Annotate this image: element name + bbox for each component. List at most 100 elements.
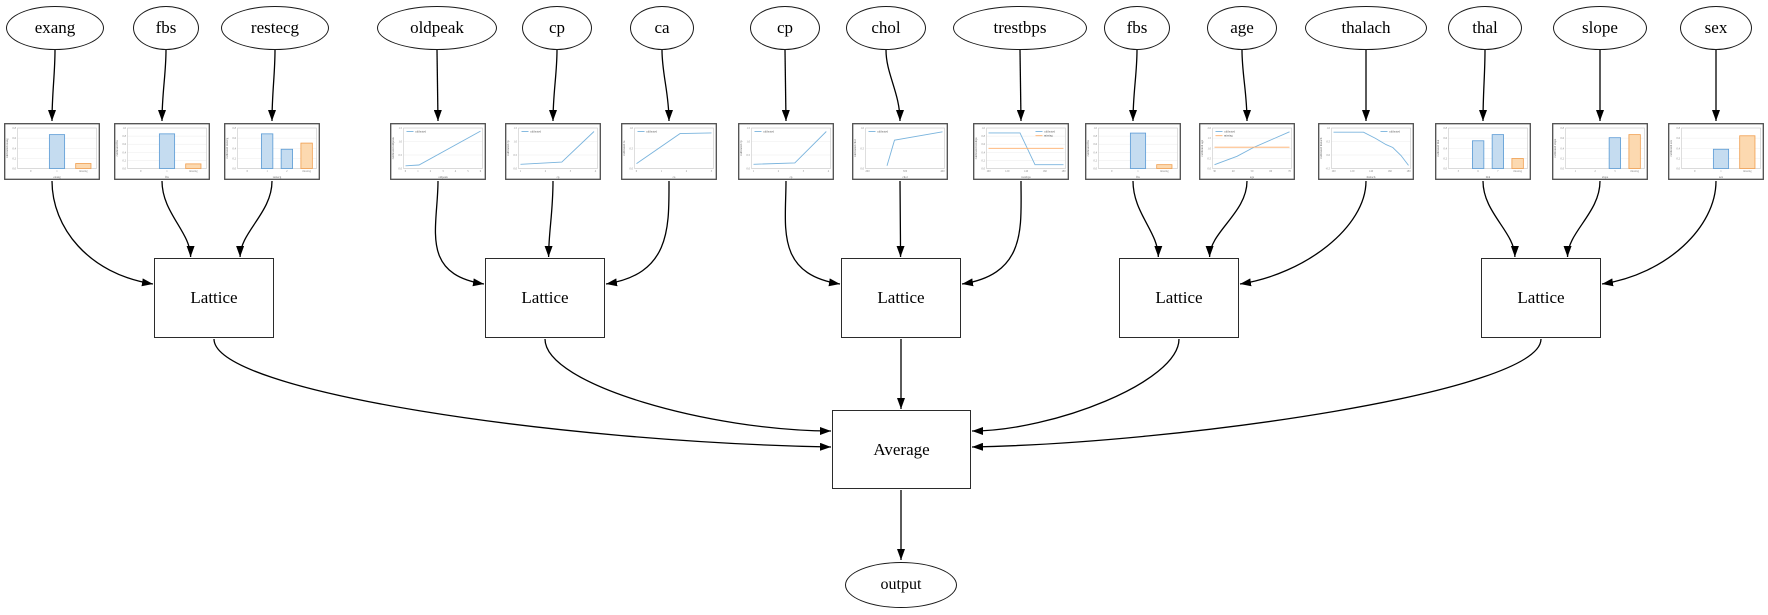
feature-ellipse-exang: exang xyxy=(6,6,104,50)
svg-text:slope: slope xyxy=(1602,175,1609,179)
svg-text:1: 1 xyxy=(753,170,755,173)
edge-exang-to-chart xyxy=(48,49,57,122)
svg-text:0.5: 0.5 xyxy=(1327,141,1331,144)
svg-text:0.4: 0.4 xyxy=(1094,151,1098,154)
svg-text:2: 2 xyxy=(430,170,432,173)
feature-label: fbs xyxy=(1126,18,1148,37)
svg-text:120: 120 xyxy=(1005,170,1010,173)
svg-text:0.0: 0.0 xyxy=(1327,154,1331,157)
svg-text:1.0: 1.0 xyxy=(982,127,986,130)
edge-lattice-0-to-average xyxy=(213,338,832,451)
svg-text:1: 1 xyxy=(1575,170,1577,173)
feature-label: restecg xyxy=(250,18,300,37)
svg-text:0.5: 0.5 xyxy=(514,154,518,157)
series-calibrated xyxy=(1333,131,1409,166)
svg-text:0.2: 0.2 xyxy=(1444,157,1448,160)
svg-text:0: 0 xyxy=(1111,170,1113,173)
svg-text:6: 6 xyxy=(1477,170,1479,173)
svg-text:2.0: 2.0 xyxy=(1208,127,1212,130)
svg-text:2: 2 xyxy=(286,170,288,173)
svg-text:0.2: 0.2 xyxy=(1677,157,1681,160)
edge-fbs-to-chart xyxy=(158,49,167,122)
svg-text:0.6: 0.6 xyxy=(233,137,237,140)
feature-ellipse-fbs: fbs xyxy=(133,6,199,50)
svg-text:0: 0 xyxy=(140,170,142,173)
svg-text:calibrated oldpeak: calibrated oldpeak xyxy=(391,137,395,160)
feature-ellipse-age: age xyxy=(1207,6,1277,50)
svg-text:180: 180 xyxy=(1061,170,1066,173)
svg-text:0.4: 0.4 xyxy=(982,151,986,154)
svg-text:1.5: 1.5 xyxy=(399,127,403,130)
svg-text:calibrated: calibrated xyxy=(1389,131,1401,134)
output-label: output xyxy=(880,576,922,593)
svg-text:-0.5: -0.5 xyxy=(1326,168,1331,171)
svg-text:1.5: 1.5 xyxy=(747,127,751,130)
svg-text:0.4: 0.4 xyxy=(1444,147,1448,150)
series-calibrated xyxy=(753,131,827,165)
edge-fbs-to-chart xyxy=(1129,49,1138,122)
lattice-box-0: Lattice xyxy=(154,258,274,338)
edge-chart-to-lattice xyxy=(1132,180,1163,258)
svg-text:exang: exang xyxy=(53,175,61,179)
svg-text:0.0: 0.0 xyxy=(514,168,518,171)
svg-text:calibrated restecg: calibrated restecg xyxy=(225,137,229,159)
svg-text:calibrated age: calibrated age xyxy=(1200,139,1204,156)
lattice-label: Lattice xyxy=(1517,288,1565,307)
lattice-box-2: Lattice xyxy=(841,258,961,338)
svg-text:2: 2 xyxy=(778,170,780,173)
svg-text:6: 6 xyxy=(480,170,482,173)
svg-text:160: 160 xyxy=(1043,170,1048,173)
svg-text:0.6: 0.6 xyxy=(1094,143,1098,146)
edge-chart-to-lattice xyxy=(896,180,905,258)
feature-label: cp xyxy=(776,18,794,37)
svg-text:cp: cp xyxy=(790,175,793,179)
feature-ellipse-thal: thal xyxy=(1448,6,1522,50)
svg-text:400: 400 xyxy=(940,170,945,173)
lattice-box-4: Lattice xyxy=(1481,258,1601,338)
svg-text:missing: missing xyxy=(1513,170,1522,173)
svg-text:0.2: 0.2 xyxy=(123,159,127,162)
feature-label: age xyxy=(1230,18,1254,37)
edge-chart-to-lattice xyxy=(1601,180,1717,287)
lattice-label: Lattice xyxy=(521,288,569,307)
svg-text:0.4: 0.4 xyxy=(123,151,127,154)
feature-label: exang xyxy=(34,18,76,37)
feature-ellipse-oldpeak: oldpeak xyxy=(377,6,497,50)
svg-text:0: 0 xyxy=(636,170,638,173)
svg-text:40: 40 xyxy=(1232,170,1235,173)
svg-text:calibrated slope: calibrated slope xyxy=(1553,138,1557,158)
svg-text:fbs: fbs xyxy=(165,175,169,179)
svg-text:0.8: 0.8 xyxy=(982,135,986,138)
svg-text:0.8: 0.8 xyxy=(233,127,237,130)
edge-chart-to-lattice xyxy=(544,180,554,258)
lattice-box-3: Lattice xyxy=(1119,258,1239,338)
svg-text:0.0: 0.0 xyxy=(1444,168,1448,171)
svg-text:4: 4 xyxy=(595,170,597,173)
feature-ellipse-chol: chol xyxy=(846,6,926,50)
svg-text:0.8: 0.8 xyxy=(13,127,17,130)
lattice-label: Lattice xyxy=(190,288,238,307)
svg-text:calibrated: calibrated xyxy=(530,131,542,134)
svg-text:calibrated trestbps: calibrated trestbps xyxy=(974,136,978,159)
svg-text:0.2: 0.2 xyxy=(982,159,986,162)
edge-restecg-to-chart xyxy=(268,49,277,122)
edge-chart-to-lattice xyxy=(161,180,195,258)
svg-text:0.6: 0.6 xyxy=(1561,137,1565,140)
edge-chart-to-lattice xyxy=(51,180,154,287)
svg-text:missing: missing xyxy=(1630,170,1639,173)
edge-chart-to-lattice xyxy=(605,180,670,287)
edge-chart-to-lattice xyxy=(1563,180,1601,258)
feature-label: ca xyxy=(654,18,670,37)
svg-text:1.0: 1.0 xyxy=(514,141,518,144)
svg-text:0.4: 0.4 xyxy=(13,147,17,150)
svg-text:1.0: 1.0 xyxy=(1094,127,1098,130)
svg-text:0.0: 0.0 xyxy=(630,168,634,171)
average-box: Average xyxy=(832,410,971,489)
feature-label: trestbps xyxy=(993,18,1047,37)
